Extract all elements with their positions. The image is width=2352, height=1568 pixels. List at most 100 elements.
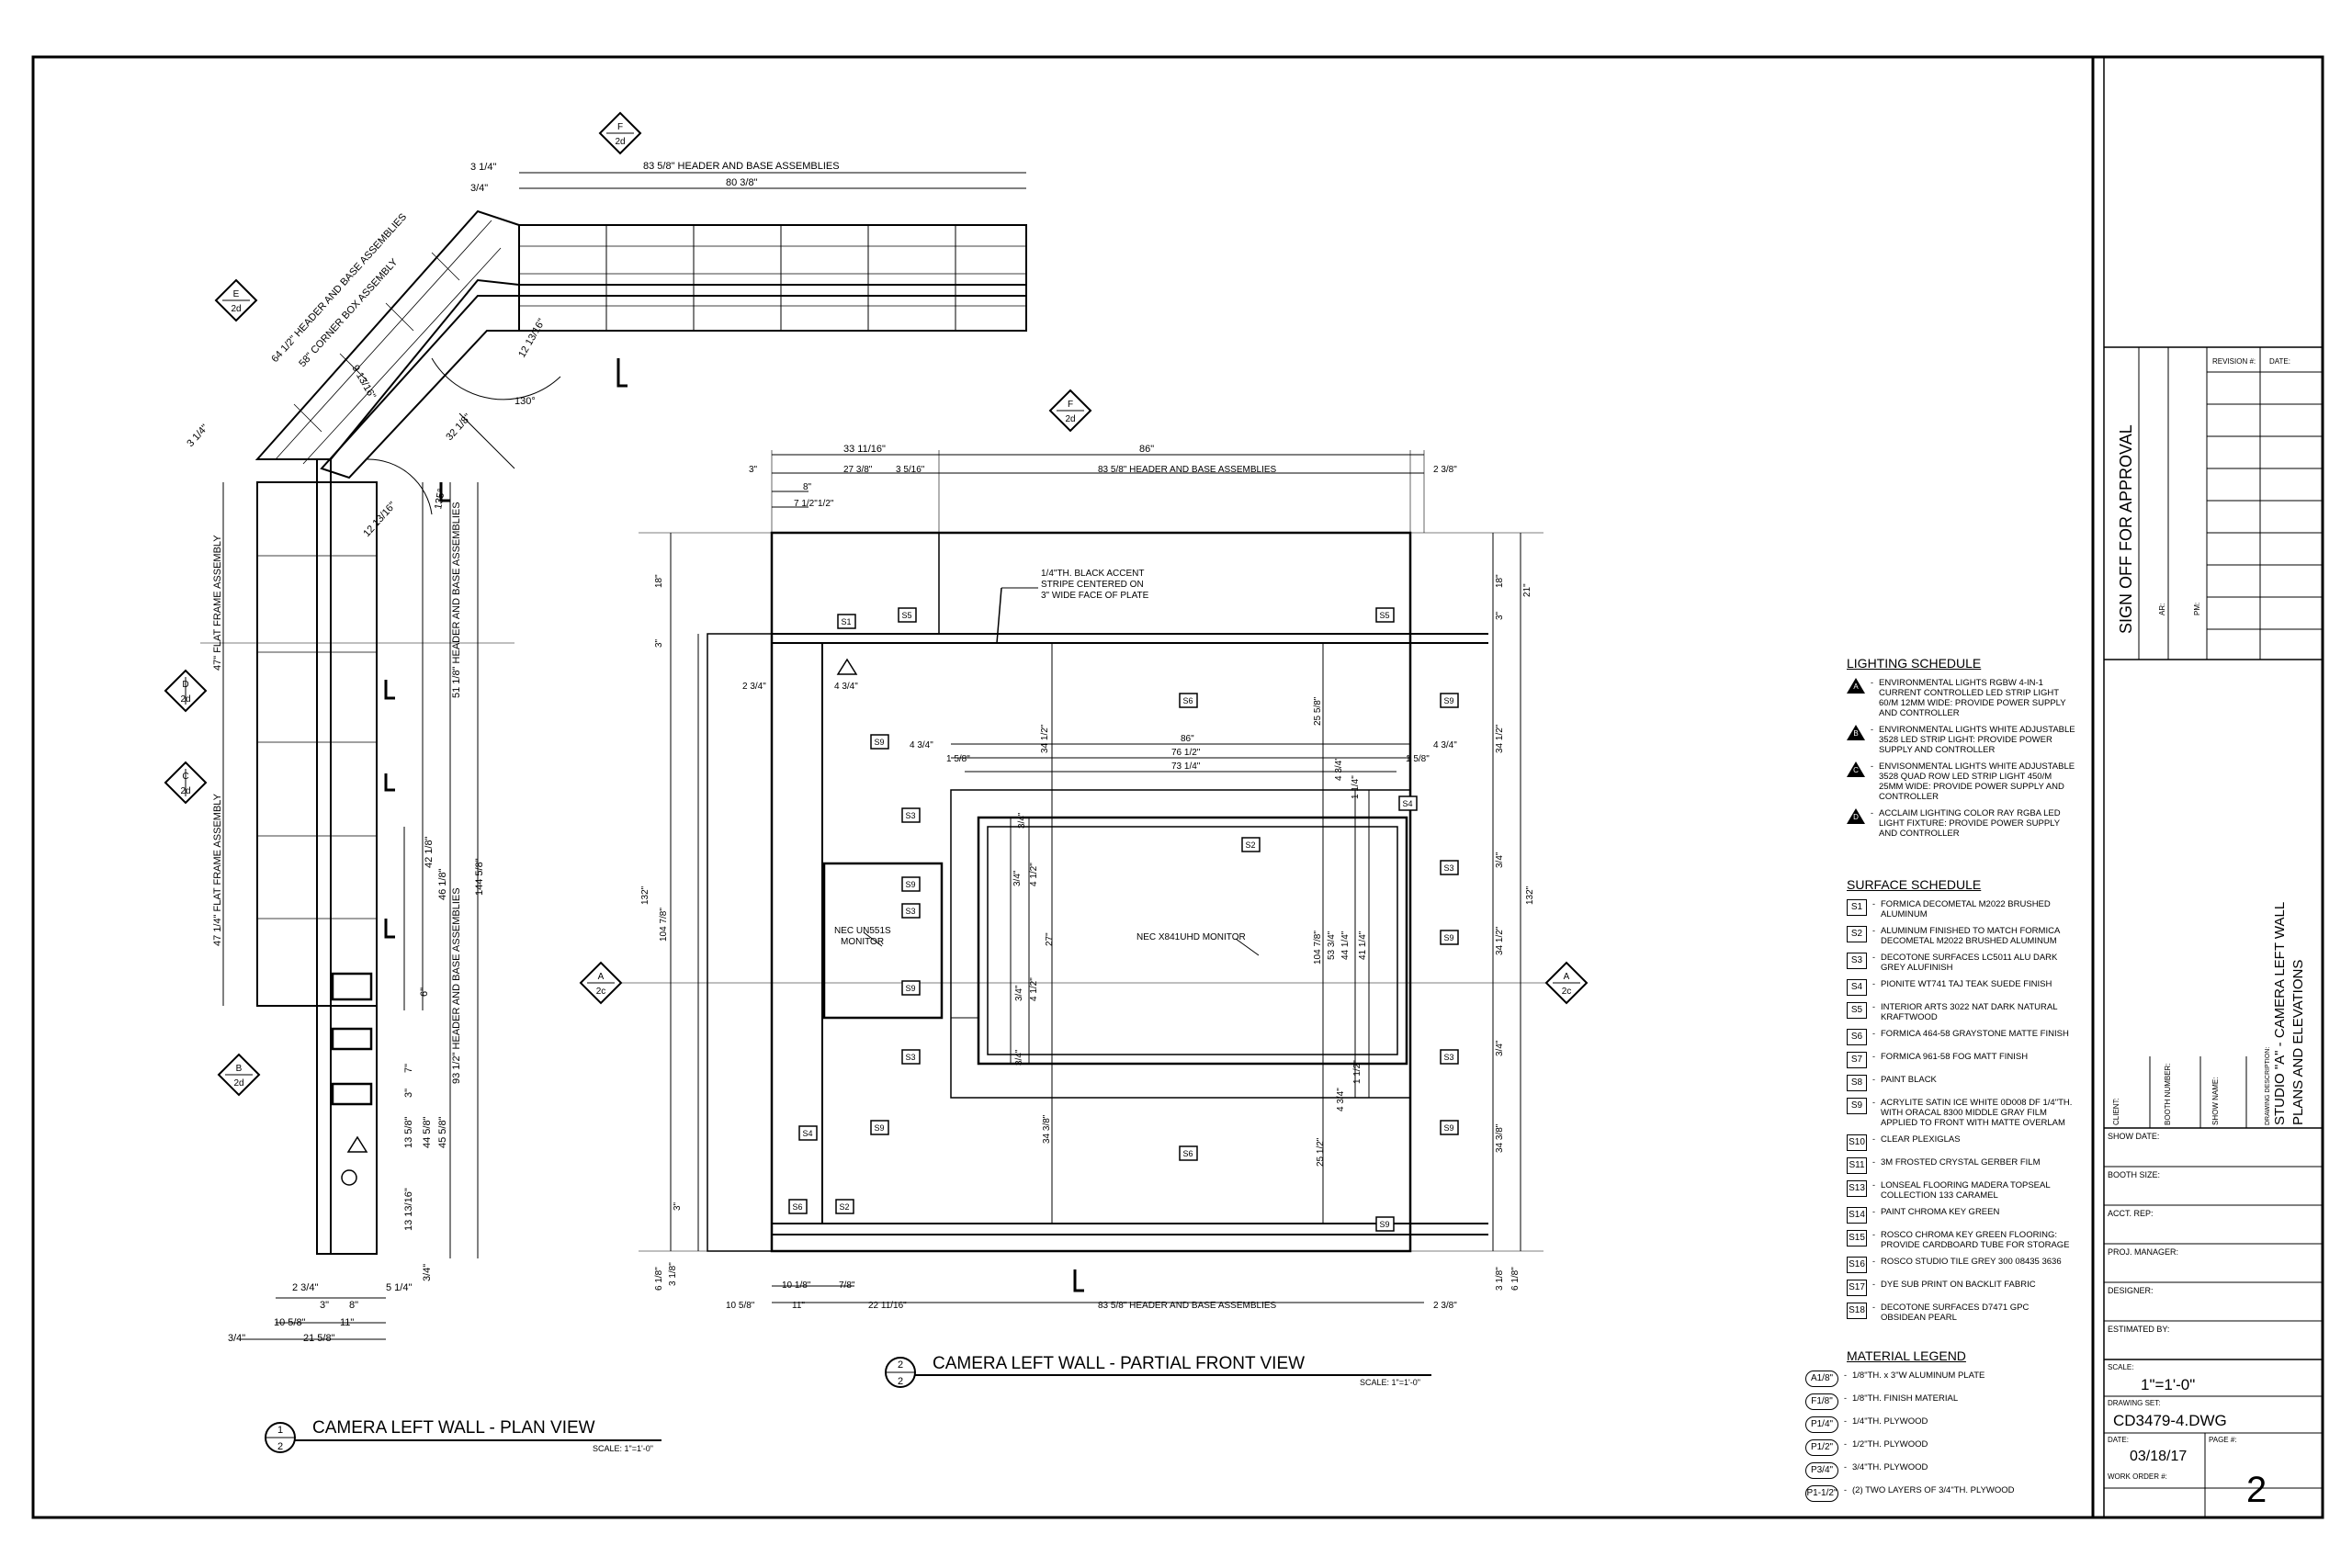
front-view-title: 2 2 CAMERA LEFT WALL - PARTIAL FRONT VIE… [885,1354,1431,1388]
dim-text: 130° [514,396,536,407]
svg-text:S2: S2 [1245,840,1255,850]
proj-manager-label: PROJ. MANAGER: [2108,1247,2178,1257]
surface-tag: S9 [901,980,921,996]
svg-text:S5: S5 [901,611,911,620]
svg-text:S3: S3 [905,907,915,916]
dim-text: 3 5/16" [896,465,925,475]
dim-text: 1 5/8" [1406,754,1430,764]
dim-text: 83 5/8" HEADER AND BASE ASSEMBLIES [643,161,840,172]
dim-text: 3/4" [228,1333,245,1344]
surface-schedule-title: SURFACE SCHEDULE [1847,877,1982,892]
dim-text: 25 1/2" [1316,1137,1326,1167]
note-line: STRIPE CENTERED ON [1041,580,1144,590]
front-notes: 1/4"TH. BLACK ACCENT STRIPE CENTERED ON … [834,569,1246,947]
section-marker-f-front[interactable]: F 2d [1048,389,1092,433]
plan-dimensions: 83 5/8" HEADER AND BASE ASSEMBLIES 80 3/… [185,161,839,1344]
svg-text:S6: S6 [1182,696,1193,705]
dim-text: 12 13/16" [516,317,548,360]
surface-tag: S9 [901,876,921,892]
client-label: CLIENT: [2112,1098,2120,1125]
svg-text:S9: S9 [874,738,884,747]
section-marker-f[interactable]: F 2d [598,111,642,155]
section-marker-b[interactable]: B 2d [217,1053,261,1097]
section-marker-e[interactable]: E 2d [214,278,258,322]
dim-text: 8" [803,482,812,492]
scale-value: 1"=1'-0" [2141,1376,2195,1393]
scale-label: SCALE: [2108,1363,2133,1371]
dim-text: 12 13/16" [361,500,398,539]
monitor-label: NEC X841UHD MONITOR [1136,932,1246,942]
list-item: A-ENVIRONMENTAL LIGHTS RGBW 4-IN-1 CURRE… [1847,678,2076,718]
dim-text: 13 5/8" [403,1116,414,1148]
surface-tag: S9 [1375,1216,1395,1232]
view-title: CAMERA LEFT WALL - PARTIAL FRONT VIEW [933,1354,1305,1373]
svg-text:S6: S6 [1182,1149,1193,1158]
date-label: DATE: [2108,1436,2129,1444]
list-item: S16-ROSCO STUDIO TILE GREY 300 08435 363… [1847,1257,2076,1273]
large-monitor [977,816,1408,1066]
marker-letter: E [233,289,240,299]
drawing-description-2: PLANS AND ELEVATIONS [2290,960,2306,1125]
dim-text: 80 3/8" [726,177,758,188]
plan-top-run [518,224,1027,332]
list-item: S5-INTERIOR ARTS 3022 NAT DARK NATURAL K… [1847,1002,2076,1022]
dim-text: 6 1/8" [654,1267,664,1291]
list-item: S1-FORMICA DECOMETAL M2022 BRUSHED ALUMI… [1847,899,2076,919]
drawing-description-label: DRAWING DESCRIPTION: [2265,1047,2271,1125]
item-text: ENVIRONMENTAL LIGHTS RGBW 4-IN-1 CURRENT… [1879,678,2066,718]
item-text: ACCLAIM LIGHTING COLOR RAY RGBA LED LIGH… [1879,808,2061,839]
dim-text: 10 5/8" [274,1317,306,1328]
dim-text: 1 5/8" [946,754,970,764]
dim-text: 3" [1495,611,1505,620]
dim-text: 3" [320,1300,329,1311]
lighting-triangle-icon [346,658,858,1153]
plan-base [316,1005,378,1255]
marker-letter: A [598,972,605,982]
list-item: S2-ALUMINUM FINISHED TO MATCH FORMICA DE… [1847,926,2076,946]
section-marker-c[interactable]: C 2d [164,761,208,805]
list-item: C-ENVISONMENTAL LIGHTS WHITE ADJUSTABLE … [1847,761,2076,802]
surface-tag: S3 [901,1049,921,1065]
marker-sheet: 2d [615,137,625,147]
material-legend: MATERIAL LEGEND A1/8"-1/8"TH. x 3"W ALUM… [1805,1348,2081,1508]
list-item: S18-DECOTONE SURFACES D7471 GPC OBSIDEAN… [1847,1303,2076,1323]
estimated-by-label: ESTIMATED BY: [2108,1325,2169,1334]
section-marker-d[interactable]: D 2d [164,669,208,713]
list-item: S14-PAINT CHROMA KEY GREEN [1847,1207,2076,1224]
item-text: ENVIRONMENTAL LIGHTS WHITE ADJUSTABLE 35… [1879,725,2075,755]
list-item: F1/8"-1/8"TH. FINISH MATERIAL [1805,1393,2081,1410]
svg-text:S9: S9 [905,880,915,889]
dim-text: 3" [749,465,758,475]
section-marker-a-left[interactable]: A 2c [579,961,623,1005]
surface-tag: S9 [1440,693,1459,708]
marker-sheet: 2d [1065,414,1075,424]
dim-text: 83 5/8" HEADER AND BASE ASSEMBLIES [1098,465,1277,475]
dim-text: 76 1/2" [1171,748,1201,758]
svg-text:S9: S9 [1379,1220,1389,1229]
drawing-description: STUDIO "A" - CAMERA LEFT WALL [2272,902,2288,1125]
item-text: ENVISONMENTAL LIGHTS WHITE ADJUSTABLE 35… [1879,761,2075,802]
plan-view-title: 1 2 CAMERA LEFT WALL - PLAN VIEW SCALE: … [265,1418,662,1453]
list-item: S17-DYE SUB PRINT ON BACKLIT FABRIC [1847,1280,2076,1296]
svg-text:S3: S3 [1443,1053,1453,1062]
list-item: B-ENVIRONMENTAL LIGHTS WHITE ADJUSTABLE … [1847,725,2076,755]
dim-text: 21 5/8" [303,1333,335,1344]
list-item: D-ACCLAIM LIGHTING COLOR RAY RGBA LED LI… [1847,808,2076,839]
wall-outline [770,531,1412,1253]
list-item: S6-FORMICA 464-58 GRAYSTONE MATTE FINISH [1847,1029,2076,1045]
front-dimensions: 33 11/16" 86" 3" 27 3/8" 3 5/16" 83 5/8"… [640,444,1535,1311]
section-marker-a-right[interactable]: A 2c [1544,961,1589,1005]
dim-text: 3" [673,1201,683,1211]
dim-text: 1 1/2" [1352,1060,1363,1084]
dim-text: 27" [1045,932,1055,946]
surface-tag: S9 [1440,930,1459,945]
dim-text: 6" [419,987,430,997]
surface-tag: S2 [835,1199,854,1214]
monitor-label: NEC UN551S [834,926,891,936]
dim-text: 144 5/8" [474,858,485,896]
view-sheet: 2 [277,1441,283,1452]
view-sheet: 2 [898,1376,903,1387]
dim-text: 42 1/8" [424,836,435,868]
dim-text: 18" [1495,574,1505,588]
plan-view [200,172,1027,1340]
